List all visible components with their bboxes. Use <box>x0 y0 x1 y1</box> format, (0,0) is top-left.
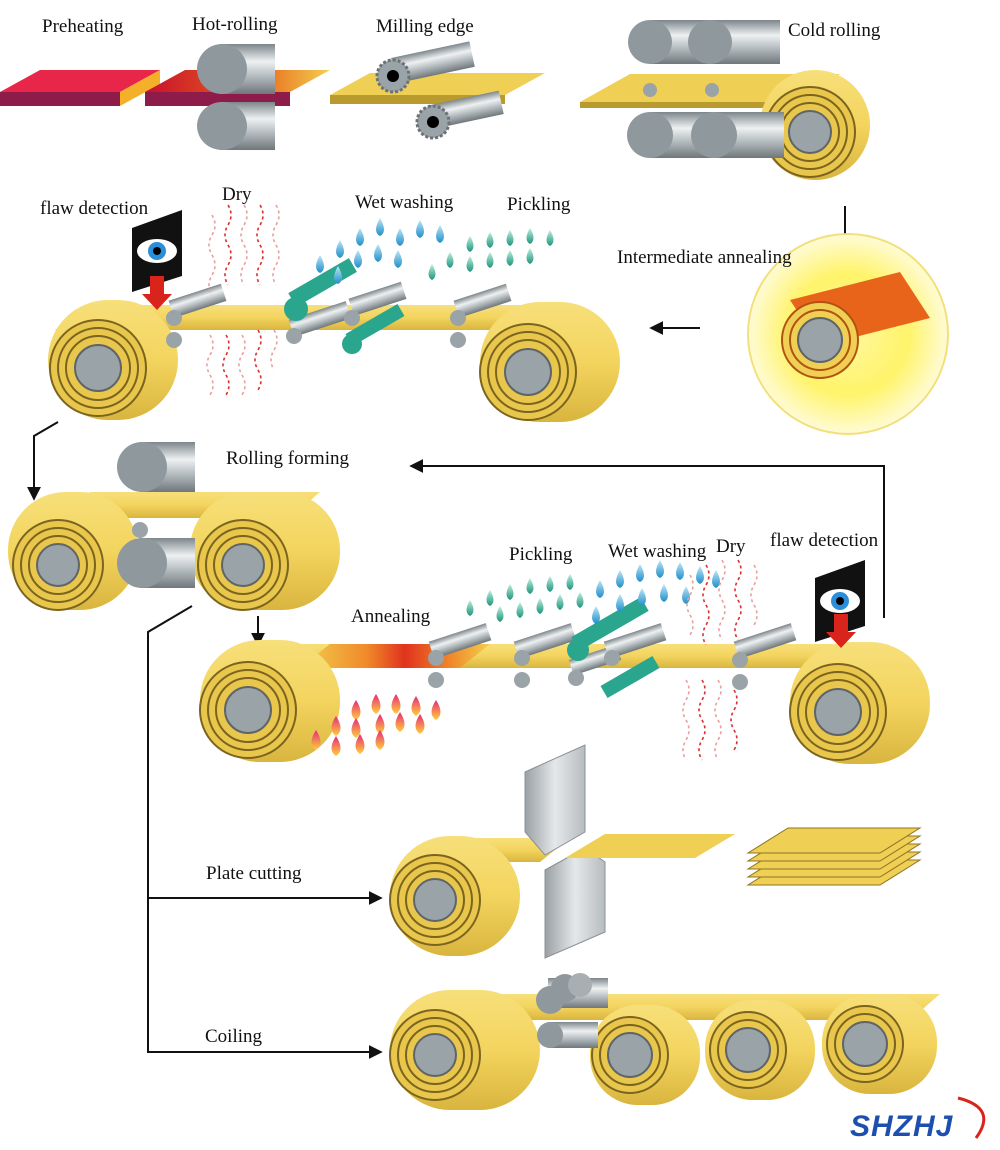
label-wet-washing-1: Wet washing <box>355 192 454 213</box>
flow-arrow-return <box>409 459 885 618</box>
cold-rolling-stage <box>580 20 870 180</box>
label-annealing: Annealing <box>351 606 431 627</box>
eye-detector-icon <box>815 560 865 648</box>
label-flaw-detection-1: flaw detection <box>40 198 149 219</box>
eye-detector-icon <box>132 210 182 310</box>
wet-washing-drops-1 <box>316 218 444 284</box>
label-intermediate-annealing: Intermediate annealing <box>617 247 792 268</box>
plate-cutting-stage <box>389 744 922 959</box>
label-rolling-forming: Rolling forming <box>226 448 349 469</box>
wet-washing-drops-2 <box>592 560 720 624</box>
flow-arrow-to-rolling-forming <box>27 421 59 501</box>
label-dry-1: Dry <box>222 184 252 205</box>
pickling-drops-1 <box>428 228 554 280</box>
processing-line-1 <box>48 258 620 422</box>
coiling-stage <box>389 973 940 1110</box>
annealing-flames <box>311 694 441 756</box>
intermediate-annealing-stage <box>747 233 949 435</box>
label-flaw-detection-2: flaw detection <box>770 530 879 551</box>
label-milling-edge: Milling edge <box>376 16 474 37</box>
label-plate-cutting: Plate cutting <box>206 863 302 884</box>
brand-logo: SHZHJ <box>850 1096 986 1143</box>
brand-swoosh-icon <box>957 1096 986 1139</box>
label-pickling-1: Pickling <box>507 194 571 215</box>
dry-heat-waves-2 <box>682 559 758 761</box>
flow-arrow-to-coiling <box>147 605 383 1059</box>
cut-plate-stack <box>746 827 922 886</box>
label-dry-2: Dry <box>716 536 746 557</box>
label-preheating: Preheating <box>42 16 124 37</box>
label-cold-rolling: Cold rolling <box>788 20 881 41</box>
processing-line-2 <box>199 597 930 764</box>
pickling-drops-2 <box>466 574 584 622</box>
label-hot-rolling: Hot-rolling <box>192 14 278 35</box>
hot-rolling-stage <box>145 44 330 150</box>
label-wet-washing-2: Wet washing <box>608 541 707 562</box>
dry-heat-waves-1 <box>206 204 280 396</box>
label-pickling-2: Pickling <box>509 544 573 565</box>
brand-logo-text: SHZHJ <box>850 1110 954 1143</box>
rolling-forming-stage <box>8 442 340 611</box>
label-coiling: Coiling <box>205 1026 263 1047</box>
preheating-slab <box>0 70 160 106</box>
milling-edge-stage <box>330 41 545 140</box>
